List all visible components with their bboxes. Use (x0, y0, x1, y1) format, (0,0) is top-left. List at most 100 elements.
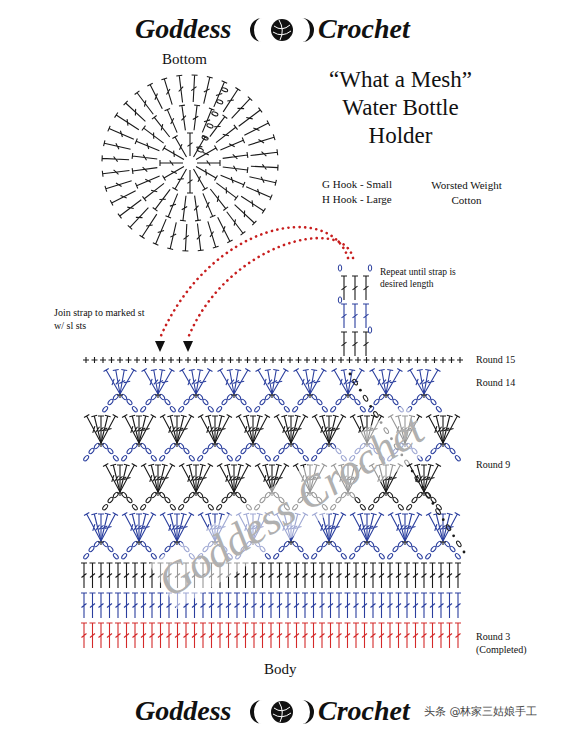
stitch-dc (226, 623, 232, 648)
ch-mark (121, 553, 128, 560)
stitch-ch (392, 545, 399, 552)
stitch-dc (90, 623, 96, 648)
stitch-dc (191, 105, 200, 131)
dc-mark (160, 160, 183, 166)
dc-mark (328, 623, 334, 648)
stitch-dot (463, 551, 466, 554)
ch-mark (278, 398, 285, 405)
sc-mark (364, 357, 370, 363)
dc-mark (142, 181, 165, 201)
dc-mark (268, 623, 274, 648)
ch-mark (221, 398, 228, 405)
dc-mark (285, 593, 291, 618)
stitch-ch (102, 406, 109, 413)
dc-mark (251, 163, 278, 170)
stitch-dc (260, 593, 266, 618)
dc-mark (167, 222, 179, 250)
dc-mark (147, 83, 165, 110)
dc-mark (362, 563, 368, 588)
stitch-dc (218, 369, 237, 396)
stitch-dc (179, 105, 188, 131)
dc-mark (161, 78, 175, 106)
stitch-ch (107, 496, 114, 503)
ch-mark (140, 504, 147, 511)
hook-note: G Hook - Small (322, 178, 392, 191)
ch-mark (202, 447, 209, 454)
ch-mark (338, 265, 341, 271)
stitch-ch (140, 504, 147, 511)
ch-mark (425, 553, 432, 560)
stitch-ch (145, 447, 152, 454)
stitch-dc (447, 623, 453, 648)
stitch-dc (135, 91, 156, 116)
stitch-dc (341, 332, 347, 356)
moon-right (302, 18, 314, 42)
ch-mark (278, 545, 285, 552)
stitch-ch (297, 447, 304, 454)
stitch-ch (83, 553, 90, 560)
stitch-ch (169, 504, 176, 511)
stitch-ch (216, 99, 223, 105)
dc-mark (388, 513, 408, 543)
stitch-dc (363, 304, 369, 328)
ch-mark (335, 398, 342, 405)
dc-mark (224, 210, 245, 235)
stitch-sc (304, 357, 310, 363)
stitch-dc (247, 134, 275, 148)
sc-mark (415, 357, 421, 363)
ch-mark (352, 378, 358, 385)
stitch-ch (387, 553, 394, 560)
stitch-dc (107, 593, 113, 618)
stitch-sc (151, 357, 157, 363)
dc-mark (195, 145, 218, 162)
stitch-ch (88, 447, 95, 454)
dc-mark (172, 136, 189, 159)
ch-mark (159, 455, 166, 462)
dc-mark (336, 593, 342, 618)
slst-mark (452, 534, 455, 537)
dc-mark (149, 623, 155, 648)
dc-mark (243, 593, 249, 618)
sc-mark (432, 357, 438, 363)
stitch-dc (312, 415, 332, 445)
stitch-dc (222, 164, 248, 173)
stitch-dc (362, 593, 368, 618)
round-label: Round 15 (476, 354, 515, 366)
stitch-dc (117, 464, 137, 494)
dc-mark (153, 218, 169, 245)
ch-mark (264, 455, 271, 462)
stitch-dc (175, 623, 181, 648)
stitch-dc (430, 623, 436, 648)
stitch-dc (165, 192, 180, 217)
dc-mark (141, 623, 147, 648)
ch-mark (169, 504, 176, 511)
ch-mark (221, 87, 228, 93)
sc-mark (381, 357, 387, 363)
stitch-sc (194, 357, 200, 363)
stitch-dc (364, 513, 384, 543)
dc-mark (421, 369, 440, 396)
dc-mark (135, 91, 156, 116)
stitch-ch (292, 406, 299, 413)
dc-mark (174, 415, 194, 445)
dc-mark (117, 464, 137, 494)
dc-mark (107, 623, 113, 648)
stitch-dc (387, 563, 393, 588)
ch-mark (283, 406, 290, 413)
stitch-dc (132, 563, 138, 588)
stitch-dc (404, 593, 410, 618)
stitch-sc (126, 357, 132, 363)
stitch-dc (447, 563, 453, 588)
ch-mark (216, 406, 223, 413)
stitch-dc (193, 464, 213, 494)
sc-mark (355, 357, 361, 363)
stitch-sc (262, 357, 268, 363)
dc-mark (201, 77, 213, 105)
stitch-dc (81, 593, 87, 618)
stitch-dc (447, 593, 453, 618)
dc-mark (408, 369, 427, 396)
sc-mark (151, 357, 157, 363)
dc-mark (124, 101, 148, 124)
dc-mark (105, 178, 133, 192)
stitch-dc (251, 163, 278, 170)
